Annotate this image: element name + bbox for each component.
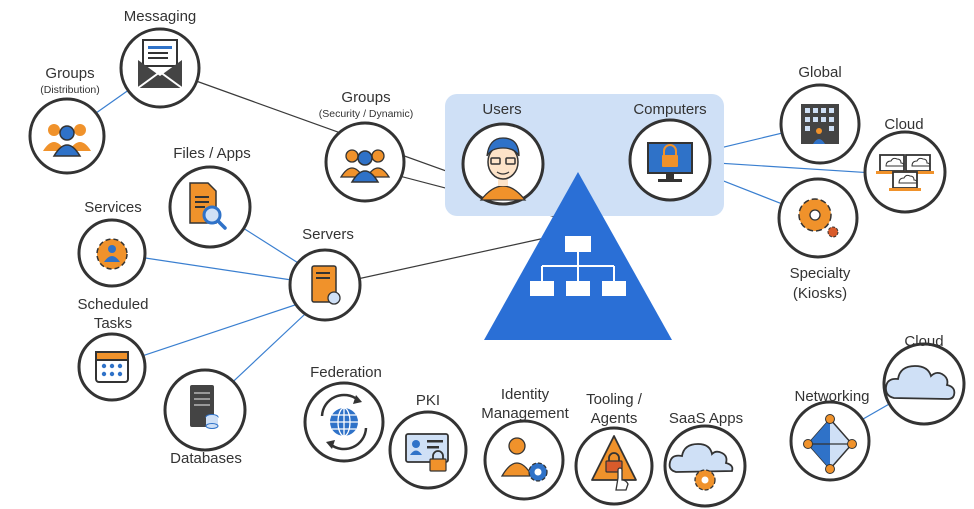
saas-apps-label: SaaS Apps: [668, 410, 744, 427]
specialty-label-line2: (Kiosks): [792, 285, 848, 302]
people-group-icon: [339, 149, 391, 183]
people-group-icon: [43, 124, 91, 157]
hierarchy-icon: [530, 236, 626, 296]
specialty-node: [777, 177, 859, 259]
id-card-lock-icon: [405, 433, 449, 472]
globe-sync-icon: [320, 393, 368, 451]
users-node: [461, 122, 545, 206]
groups-security-label: Groups: [341, 89, 391, 106]
cloud-laptops-icon: [876, 154, 934, 191]
building-icon: [801, 104, 839, 144]
users-label: Users: [482, 101, 522, 118]
networking-label: Networking: [794, 388, 870, 405]
groups-distribution-label: Groups: [45, 65, 95, 82]
envelope-icon: [137, 39, 183, 89]
monitor-lock-icon: [647, 142, 693, 182]
calendar-icon: [95, 351, 129, 383]
identity-management-label-line1: Identity: [500, 386, 550, 403]
scheduled-tasks-node: [77, 332, 147, 402]
pki-node: [388, 410, 468, 490]
files-apps-label: Files / Apps: [173, 145, 251, 162]
cloud-bottom-label: Cloud: [904, 333, 944, 350]
scheduled-tasks-label-line1: Scheduled: [77, 296, 149, 313]
cloud-bottom-node: [882, 342, 966, 426]
computers-node: [628, 118, 712, 202]
tooling-agents-node: [574, 426, 654, 506]
network-diamond-icon: [803, 414, 857, 474]
networking-node: [789, 400, 871, 482]
directory-pyramid: [484, 172, 672, 340]
files-apps-node: [168, 165, 252, 249]
groups-distribution-node: [28, 97, 106, 175]
messaging-node: [119, 27, 201, 109]
cloud-gear-icon: [668, 443, 734, 491]
cloud-icon: [885, 365, 956, 400]
tooling-agents-label-line1: Tooling /: [586, 391, 642, 408]
line-servers-pyramid: [329, 237, 546, 286]
cloud-top-label: Cloud: [884, 116, 924, 133]
messaging-label: Messaging: [123, 8, 197, 25]
gear-user-icon: [96, 238, 128, 270]
gear-icon: [798, 198, 839, 238]
global-label: Global: [798, 64, 842, 81]
services-node: [77, 218, 147, 288]
user-avatar-icon: [479, 137, 527, 201]
pki-label: PKI: [415, 392, 441, 409]
line-scheduled-servers: [111, 294, 326, 367]
groups-distribution-sublabel: (Distribution): [40, 84, 100, 96]
specialty-label-line1: Specialty: [789, 265, 851, 282]
servers-node: [288, 248, 362, 322]
computers-label: Computers: [633, 101, 707, 118]
cloud-top-node: [863, 130, 947, 214]
groups-security-node: [324, 121, 406, 203]
file-search-icon: [189, 182, 227, 230]
server-icon: [311, 265, 341, 305]
servers-label: Servers: [302, 226, 354, 243]
saas-apps-node: [663, 424, 747, 508]
identity-management-label-line2: Management: [481, 405, 569, 422]
federation-label: Federation: [310, 364, 382, 381]
groups-security-sublabel: (Security / Dynamic): [318, 108, 414, 120]
scheduled-tasks-label-line2: Tasks: [93, 315, 133, 332]
tooling-agents-label-line2: Agents: [590, 410, 638, 427]
user-gear-icon: [500, 437, 548, 482]
database-server-icon: [190, 385, 219, 429]
services-label: Services: [84, 199, 142, 216]
databases-node: [163, 368, 247, 452]
global-node: [779, 83, 861, 165]
databases-label: Databases: [170, 450, 242, 467]
identity-management-node: [483, 419, 565, 501]
federation-node: [303, 381, 385, 463]
warning-hand-icon: [591, 435, 637, 491]
